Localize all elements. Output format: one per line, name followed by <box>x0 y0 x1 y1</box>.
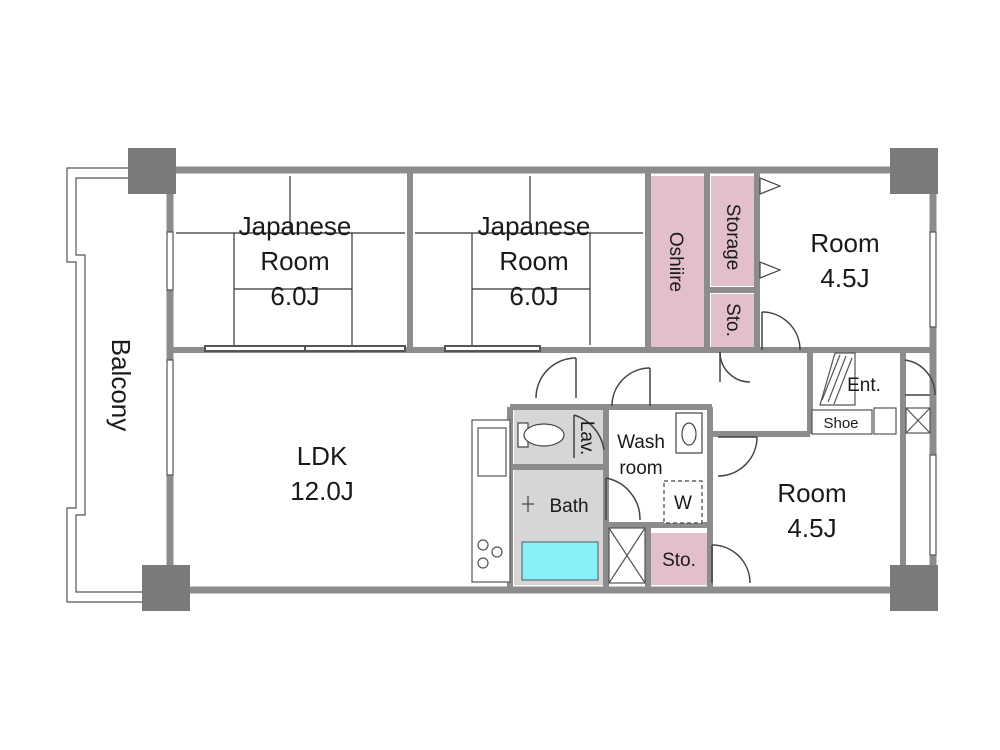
ldk-label: LDK <box>297 441 348 471</box>
tatami-lines <box>176 176 643 345</box>
structural-columns <box>128 148 938 611</box>
wash-room-line1: Wash <box>617 432 665 453</box>
japanese-room-2-line2: Room <box>499 246 568 276</box>
balcony-label: Balcony <box>106 339 136 432</box>
storage-label: Storage <box>722 204 743 271</box>
wash-room-line2: room <box>619 458 662 479</box>
storage-triangles <box>759 177 782 279</box>
storage-fill <box>711 176 755 286</box>
entrance-label: Ent. <box>847 375 881 396</box>
sliding-doors <box>204 345 541 352</box>
toilet-icon <box>517 422 565 448</box>
japanese-room-2-line1: Japanese <box>478 211 591 241</box>
japanese-room-1-line1: Japanese <box>239 211 352 241</box>
sto-top-label: Sto. <box>722 303 743 337</box>
oshiire-fill <box>651 176 704 347</box>
japanese-room-1-size: 6.0J <box>270 281 319 311</box>
sto-bottom-fill <box>651 533 707 585</box>
room-se-size: 4.5J <box>787 513 836 543</box>
windows <box>166 231 937 556</box>
wash-basin-icon <box>675 412 703 454</box>
room-se-label: Room <box>777 478 846 508</box>
ldk-size: 12.0J <box>290 476 354 506</box>
bathtub <box>521 541 599 581</box>
sto-bottom-label: Sto. <box>662 550 696 571</box>
japanese-room-1-line2: Room <box>260 246 329 276</box>
room-ne-size: 4.5J <box>820 263 869 293</box>
bath-label: Bath <box>549 496 588 517</box>
washer-label: W <box>674 493 692 514</box>
washer-box <box>663 480 703 524</box>
oshiire-label: Oshiire <box>665 232 686 292</box>
sto-top-fill <box>711 294 755 347</box>
swing-doors <box>535 311 936 584</box>
room-ne-label: Room <box>810 228 879 258</box>
shower-icon <box>522 496 534 512</box>
balcony-area <box>66 167 150 603</box>
lav-label: Lav. <box>576 421 597 456</box>
japanese-room-2-size: 6.0J <box>509 281 558 311</box>
shoe-label: Shoe <box>823 415 858 432</box>
entrance-area <box>811 352 897 435</box>
cross-storage-boxes <box>608 407 931 584</box>
kitchen-counter <box>471 419 511 583</box>
